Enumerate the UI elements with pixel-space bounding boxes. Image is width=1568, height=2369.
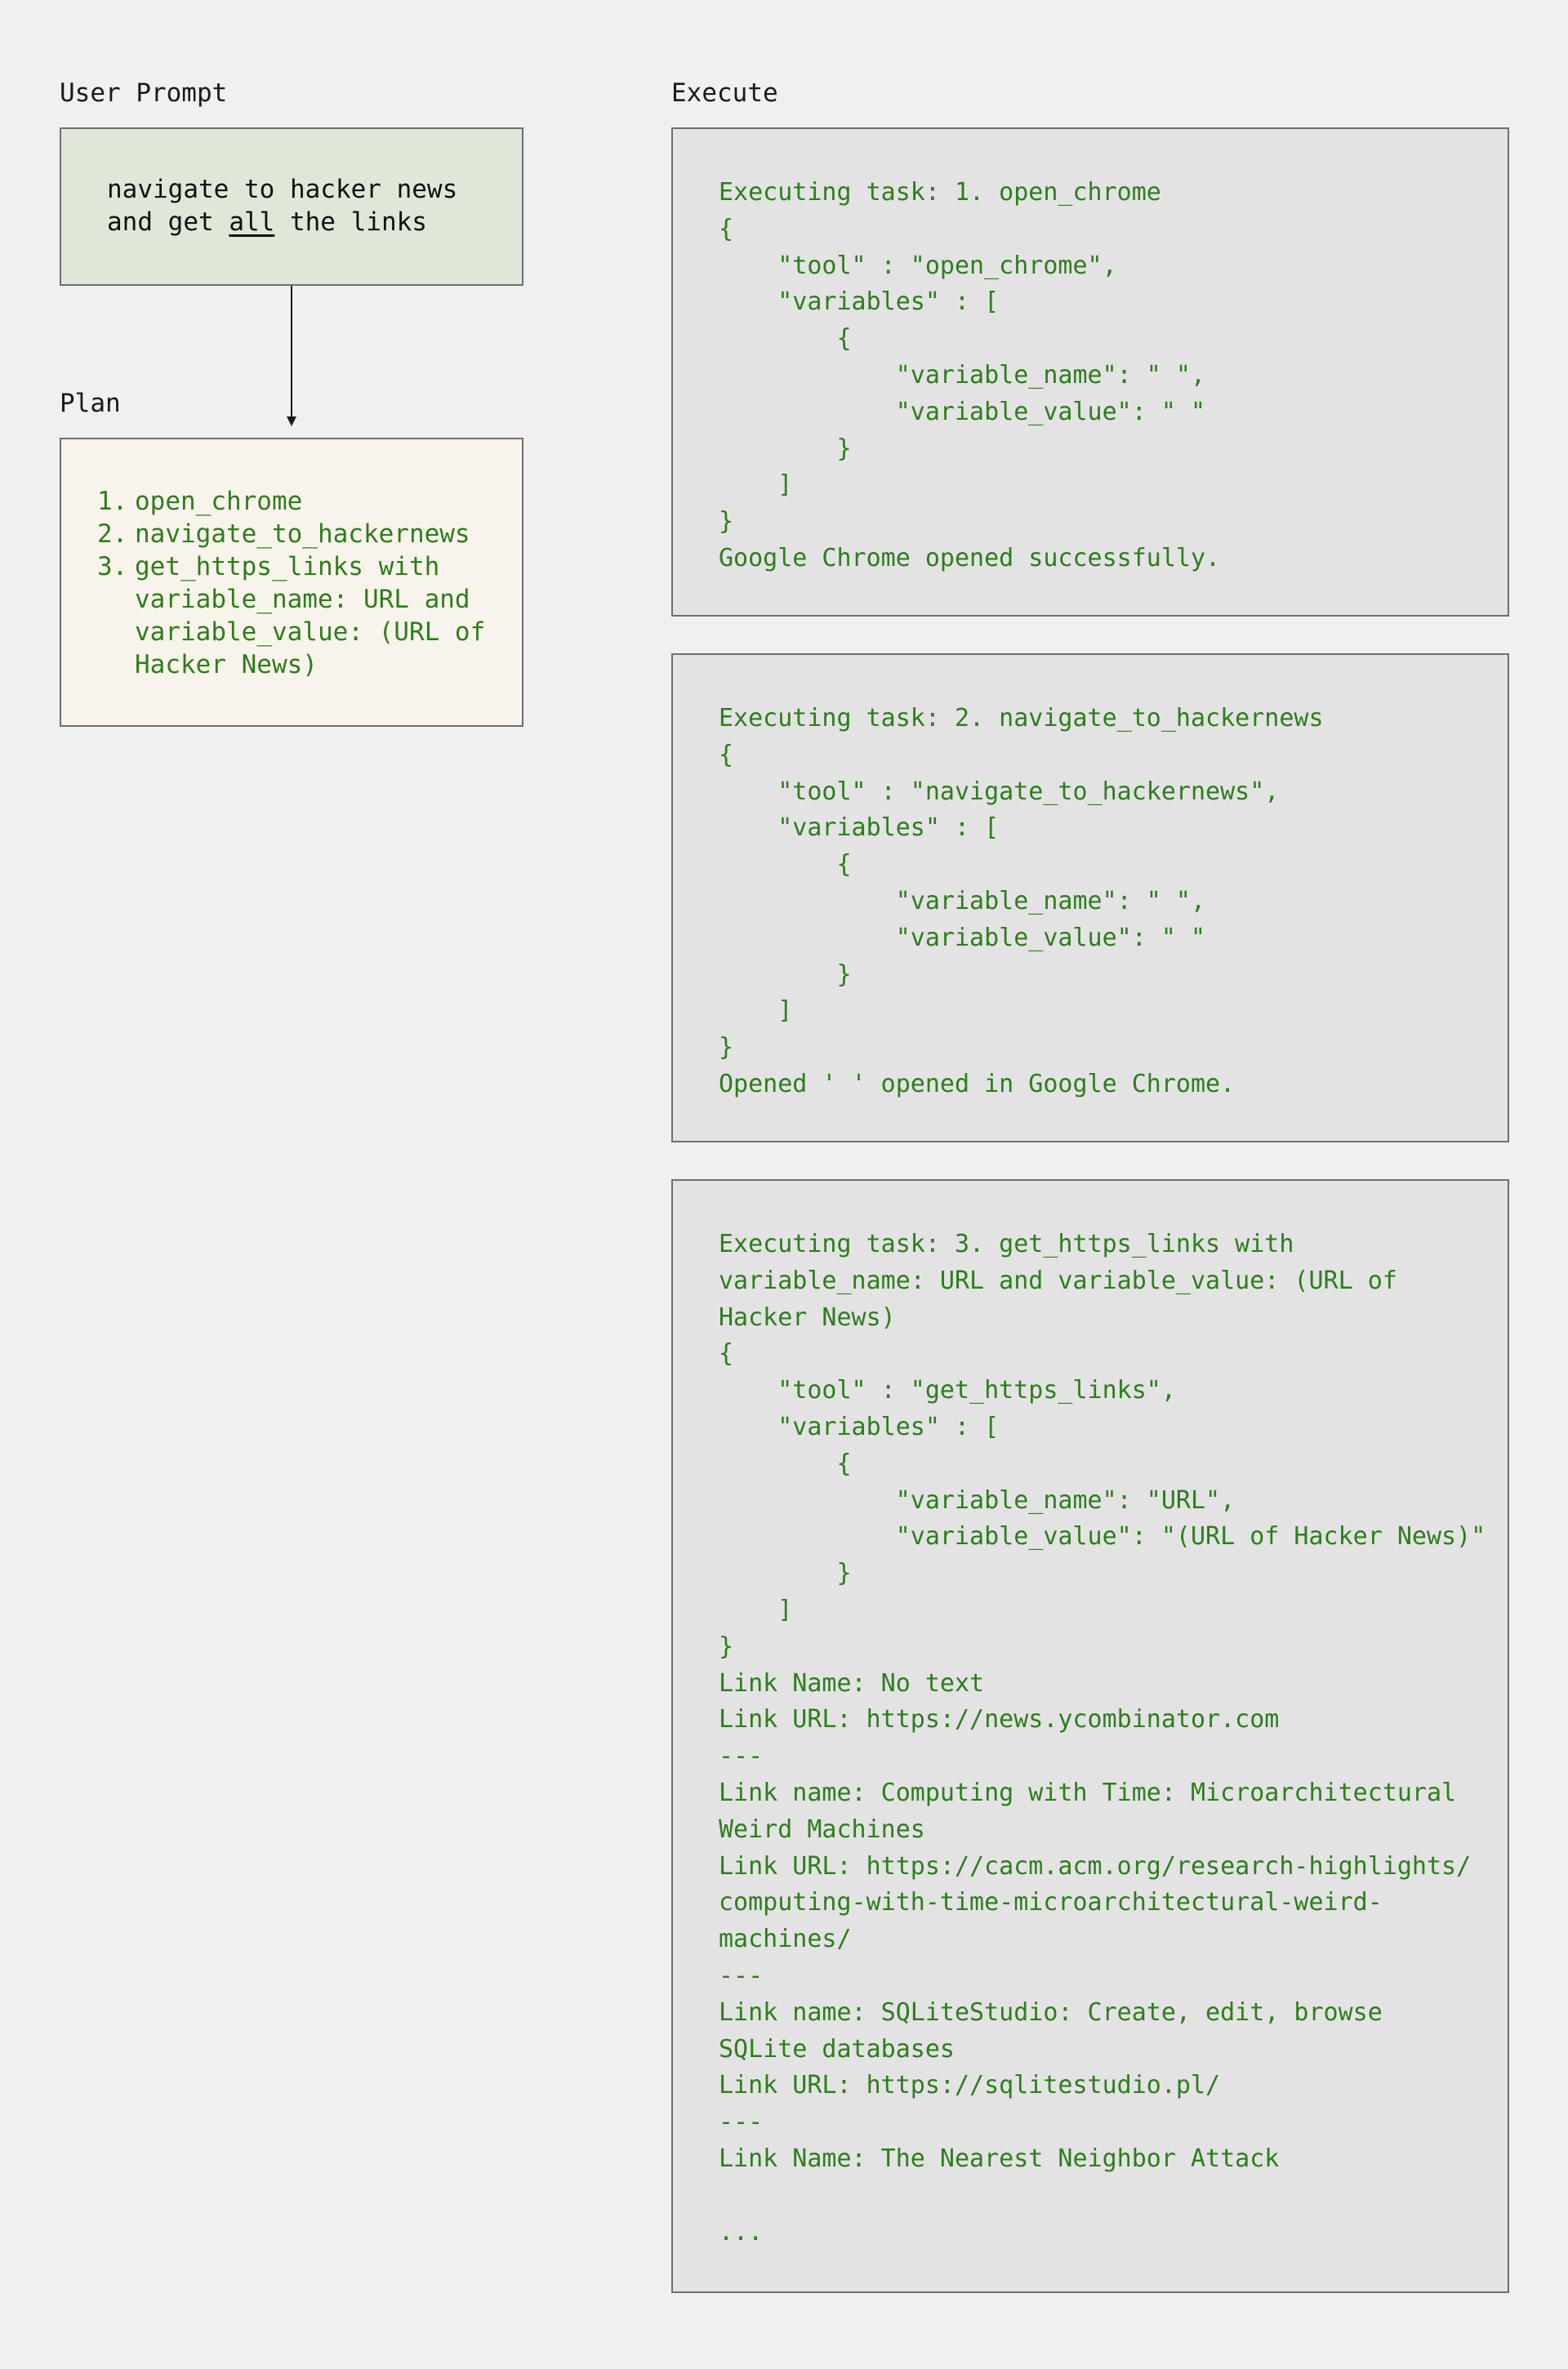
execute-heading: Execute [671, 78, 778, 108]
execute-block-3: Executing task: 3. get_https_links with … [671, 1179, 1509, 2293]
plan-item: 3.get_https_links with variable_name: UR… [97, 550, 494, 681]
execute-log-1: Executing task: 1. open_chrome { "tool" … [719, 178, 1221, 572]
prompt-line-2-end: the links [274, 207, 427, 237]
plan-item: 2.navigate_to_hackernews [97, 518, 494, 550]
execute-log-2: Executing task: 2. navigate_to_hackernew… [719, 704, 1324, 1098]
prompt-line-1: navigate to hacker news [107, 175, 458, 204]
plan-item: 1.open_chrome [97, 485, 494, 518]
plan-item-text: get_https_links with variable_name: URL … [135, 552, 486, 679]
plan-item-text: open_chrome [135, 487, 303, 516]
plan-box: 1.open_chrome 2.navigate_to_hackernews 3… [60, 438, 523, 727]
plan-list: 1.open_chrome 2.navigate_to_hackernews 3… [97, 485, 494, 681]
plan-heading: Plan [60, 389, 121, 418]
prompt-line-2-start: and get [107, 207, 229, 237]
user-prompt-heading: User Prompt [60, 78, 228, 108]
execute-block-2: Executing task: 2. navigate_to_hackernew… [671, 653, 1509, 1142]
execute-block-1: Executing task: 1. open_chrome { "tool" … [671, 127, 1509, 617]
plan-item-text: navigate_to_hackernews [135, 519, 470, 549]
user-prompt-box: navigate to hacker news and get all the … [60, 127, 523, 286]
prompt-emphasis: all [229, 207, 275, 237]
execute-log-3: Executing task: 3. get_https_links with … [719, 1230, 1486, 2247]
user-prompt-text: navigate to hacker news and get all the … [107, 173, 457, 238]
